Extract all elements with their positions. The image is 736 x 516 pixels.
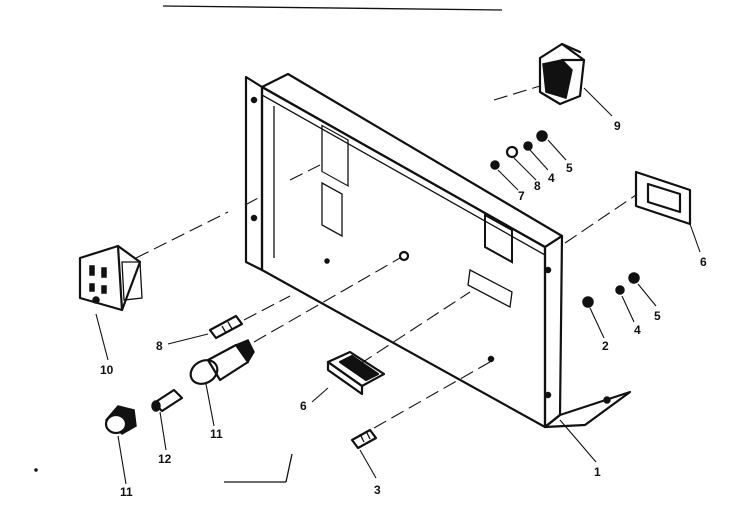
header-rule (162, 5, 503, 11)
hardware-right-cluster (582, 272, 640, 308)
assembly-lines (135, 85, 637, 429)
callout-6-upper: 6 (700, 255, 707, 269)
callout-5-upper: 5 (566, 161, 573, 175)
callout-10: 10 (100, 363, 114, 377)
connector-block (326, 350, 386, 396)
callout-9: 9 (614, 119, 621, 133)
callout-11-middle: 11 (210, 427, 223, 441)
callout-11-lower: 11 (120, 485, 133, 499)
callout-12: 12 (158, 452, 172, 466)
screw-left (208, 314, 244, 340)
callout-5-right: 5 (654, 309, 661, 323)
fuse-holder (189, 339, 255, 385)
stray-mark-bottom-diagonal (285, 453, 293, 483)
callout-numbers: 9 6 5 4 8 7 5 4 2 1 3 6 8 10 11 12 11 (100, 119, 707, 499)
callout-2: 2 (602, 339, 609, 353)
callout-7: 7 (518, 189, 525, 203)
panel-pin (398, 250, 410, 262)
callout-4-upper: 4 (548, 171, 555, 185)
fuse (151, 388, 184, 413)
callout-8-upper: 8 (534, 179, 541, 193)
stray-dot (34, 468, 38, 472)
switch-plate (634, 170, 692, 226)
fuse-cap (104, 405, 137, 435)
callout-8-left: 8 (156, 339, 163, 353)
control-panel-bracket (244, 72, 632, 429)
callout-4-right: 4 (634, 323, 641, 337)
duplex-receptacle (78, 244, 143, 312)
callout-3: 3 (374, 483, 381, 497)
bolt (350, 428, 378, 450)
callout-6-lower: 6 (300, 399, 307, 413)
leader-lines (95, 87, 701, 485)
rocker-switch (538, 42, 586, 106)
hardware-upper-cluster (490, 130, 548, 170)
callout-1: 1 (594, 465, 601, 479)
